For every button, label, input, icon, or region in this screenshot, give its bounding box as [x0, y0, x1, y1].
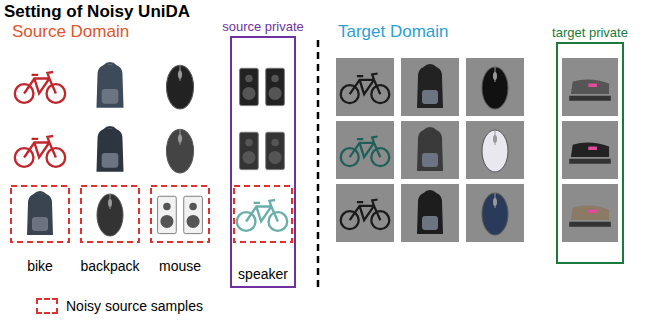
domain-heading: Target Domain — [338, 22, 449, 42]
legend-sample — [36, 298, 58, 314]
backpack-photo — [417, 65, 443, 108]
speaker-image — [158, 196, 203, 233]
box-heading: target private — [552, 25, 628, 40]
domain-divider — [317, 40, 320, 288]
domain-heading: Source Domain — [12, 22, 129, 42]
bike-photo — [341, 74, 390, 104]
stapler-photo — [569, 143, 611, 164]
bike-image — [15, 72, 65, 103]
target-photo-grounds — [336, 58, 618, 242]
bike-image — [15, 136, 65, 167]
backpack-photo — [417, 191, 443, 234]
mouse-image — [166, 129, 193, 173]
backpack-image — [27, 192, 53, 235]
class-name: bike — [27, 258, 53, 274]
mouse-image — [97, 194, 123, 236]
mouse-photo — [482, 130, 508, 172]
bike-image — [237, 200, 287, 231]
legend-entry: Noisy source samples — [36, 298, 203, 314]
class-name: mouse — [159, 258, 201, 274]
legend-text: Noisy source samples — [66, 298, 203, 314]
speaker-image — [240, 68, 285, 105]
backpack-photo — [417, 128, 443, 171]
bike-photo — [341, 200, 390, 230]
stapler-photo — [569, 80, 611, 101]
private-class-box: target private — [556, 42, 624, 264]
private-class-box: source privatespeaker — [230, 36, 296, 288]
bike-photo — [341, 137, 390, 167]
class-name: backpack — [80, 258, 139, 274]
mouse-image — [166, 65, 193, 109]
backpack-image — [96, 127, 123, 172]
figure-title: Setting of Noisy UniDA — [4, 2, 190, 22]
mouse-photo — [482, 67, 508, 109]
mouse-photo — [482, 193, 508, 235]
backpack-image — [96, 63, 123, 108]
class-name: speaker — [238, 266, 288, 282]
stapler-photo — [569, 206, 611, 227]
noisy-sample-frames — [11, 186, 292, 242]
box-heading: source private — [222, 19, 304, 34]
speaker-image — [240, 132, 285, 169]
